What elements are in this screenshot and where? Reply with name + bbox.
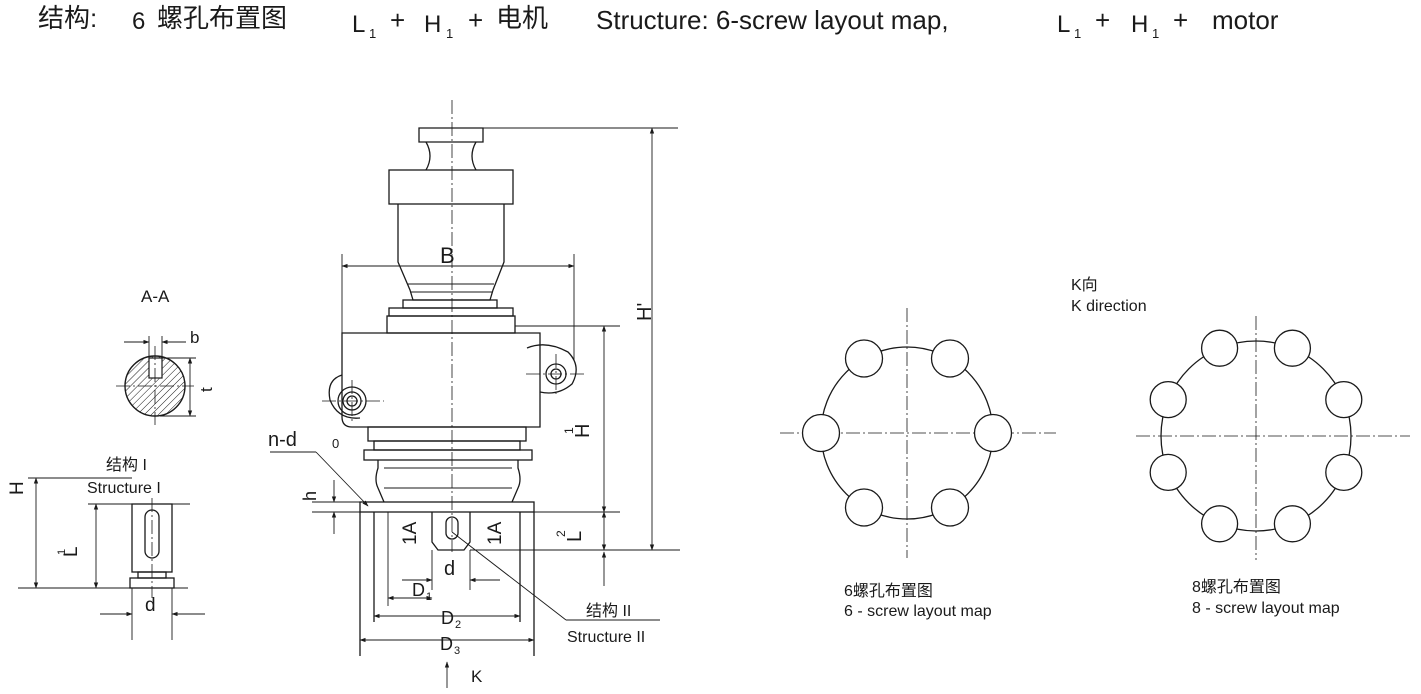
section-b-label: b (190, 328, 199, 347)
title-en-plus-1: + (1095, 5, 1110, 35)
output-key (445, 516, 459, 540)
motor-top-cap (418, 127, 484, 143)
layout8-cn: 8螺孔布置图 (1192, 578, 1281, 596)
bolt-hole (1325, 380, 1363, 419)
dim-d-label: d (444, 558, 455, 580)
title-en-motor: motor (1212, 5, 1279, 35)
title-en-H: H (1131, 11, 1148, 38)
keyway (148, 357, 163, 379)
title-H: H (424, 11, 441, 38)
title-line: 结构: 6 螺孔布置图 L 1 + H 1 + 电机 Structure: 6-… (38, 3, 1279, 41)
layout8-bolt-circle (1160, 340, 1352, 532)
bolt-hole (1325, 453, 1363, 492)
bolt-hole (844, 488, 884, 527)
base-flange (359, 501, 535, 513)
bolt-hole (1149, 380, 1187, 419)
title-cn-text: 螺孔布置图 (157, 3, 287, 33)
k-direction: K向 K direction (1071, 276, 1147, 315)
section-mark-right: 1A (485, 521, 506, 545)
dim-D1-label: D (412, 580, 425, 600)
structure-2: 结构 II Structure II (451, 531, 660, 646)
title-plus-2: + (468, 5, 483, 35)
gearbox-body (341, 332, 541, 428)
structure1-L-label: L (61, 546, 82, 557)
reducer-main-view: B H' H 1 L 2 n-d 0 h 1A 1A d (268, 100, 680, 688)
dim-h-label: h (300, 491, 320, 501)
structure1-L-sub: 1 (56, 549, 68, 555)
layout8-en: 8 - screw layout map (1192, 600, 1340, 617)
title-en-H-sub: 1 (1152, 26, 1159, 41)
title-plus-1: + (390, 5, 405, 35)
right-lug (526, 344, 577, 394)
bolt-hole (844, 339, 884, 378)
bolt-hole (930, 339, 970, 378)
layout6-cn: 6螺孔布置图 (844, 582, 933, 600)
left-lug (328, 374, 361, 419)
layout8-holes (1149, 329, 1363, 543)
layout6-holes (801, 339, 1013, 527)
section-aa-label: A-A (141, 287, 170, 306)
lower-neck (375, 460, 521, 503)
structure1-en: Structure I (87, 480, 161, 497)
title-en-plus-2: + (1173, 5, 1188, 35)
k-direction-en: K direction (1071, 298, 1147, 315)
k-direction-cn: K向 (1071, 276, 1098, 294)
n-d0-sub: 0 (332, 436, 339, 451)
view-K-label: K (471, 667, 483, 686)
bolt-hole (801, 413, 841, 453)
structure2-en: Structure II (567, 629, 645, 646)
dim-L2-label: L (564, 531, 586, 542)
dim-H1-label: H (572, 424, 594, 438)
title-L-sub: 1 (369, 26, 376, 41)
structure-1: 结构 I Structure I H L 1 d (7, 456, 205, 640)
motor-flange (388, 169, 514, 205)
n-d0-label: n-d (268, 429, 297, 451)
title-H-sub: 1 (446, 26, 453, 41)
section-t-label: t (197, 387, 216, 392)
dim-D3-label: D (440, 634, 453, 654)
bolt-hole (930, 488, 970, 527)
bolt-hole (1149, 453, 1187, 492)
dim-D1-sub: 1 (426, 591, 432, 603)
title-L: L (352, 11, 365, 38)
structure2-cn: 结构 II (586, 602, 631, 620)
layout-6-hole: 6螺孔布置图 6 - screw layout map (780, 308, 1056, 620)
bolt-hole (1273, 505, 1312, 543)
structure1-d-label: d (145, 595, 156, 616)
output-shaft (431, 512, 471, 551)
structure1-cn: 结构 I (106, 456, 147, 474)
structure1-H-label: H (7, 481, 28, 495)
title-en-prefix: Structure: 6-screw layout map, (596, 5, 949, 35)
bolt-hole (1200, 505, 1239, 543)
section-mark-left: 1A (400, 521, 421, 545)
section-aa: A-A b t (116, 287, 216, 425)
bolt-hole (1273, 329, 1312, 367)
layout6-en: 6 - screw layout map (844, 603, 992, 620)
title-en-L-sub: 1 (1074, 26, 1081, 41)
dim-L2-sub: 2 (554, 530, 568, 537)
title-motor-cn: 电机 (496, 3, 548, 33)
bolt-hole (973, 413, 1013, 453)
dim-D3-sub: 3 (454, 645, 460, 657)
dim-B-label: B (440, 243, 455, 268)
title-en-L: L (1057, 11, 1070, 38)
bolt-hole (1200, 329, 1239, 367)
title-cn-number: 6 (132, 8, 145, 35)
dim-Hprime-label: H' (634, 303, 656, 321)
title-cn-prefix: 结构: (38, 3, 97, 33)
dim-D2-sub: 2 (455, 619, 461, 631)
layout-8-hole: 8螺孔布置图 8 - screw layout map (1136, 316, 1410, 617)
dim-D2-label: D (441, 608, 454, 628)
dim-H1-sub: 1 (562, 427, 576, 434)
